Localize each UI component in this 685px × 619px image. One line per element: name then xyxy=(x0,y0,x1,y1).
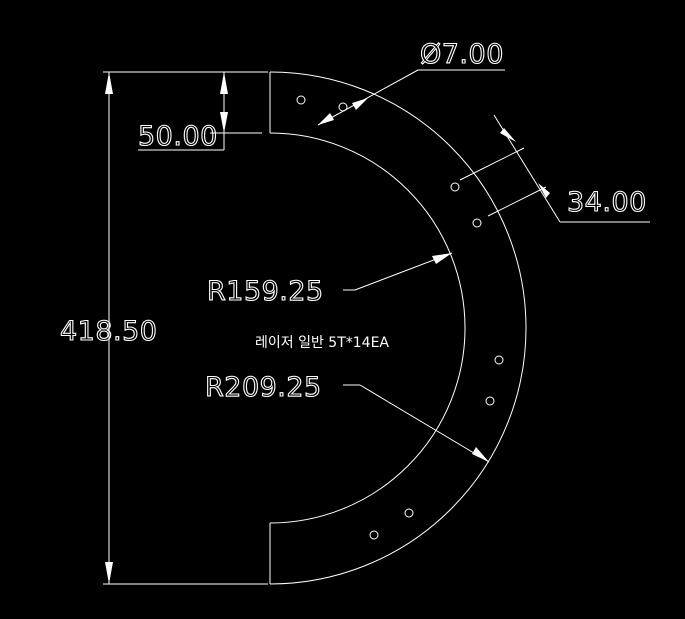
outer-radius-label: R209.25 xyxy=(205,372,322,403)
mounting-holes xyxy=(296,95,504,540)
hole xyxy=(369,530,379,540)
inner-radius-leader: R159.25 xyxy=(206,252,453,308)
slot-width-dimension: 34.00 xyxy=(459,114,650,223)
top-gap-dimension: 50.00 xyxy=(137,72,262,153)
half-ring-outline xyxy=(269,71,527,585)
manufacturing-note: 레이저 일반 5T*14EA xyxy=(255,335,389,351)
inner-radius-label: R159.25 xyxy=(207,276,324,307)
overall-height-dimension: 418.50 xyxy=(59,71,268,585)
hole xyxy=(472,218,482,228)
inner-arc xyxy=(269,132,466,524)
hole xyxy=(404,508,414,518)
hole xyxy=(450,182,460,192)
top-gap-label: 50.00 xyxy=(138,121,218,152)
overall-height-label: 418.50 xyxy=(60,316,157,347)
outer-radius-leader: R209.25 xyxy=(204,371,490,463)
hole-diameter-leader: Ø7.00 xyxy=(317,38,505,126)
outer-arc xyxy=(269,71,527,585)
slot-width-label: 34.00 xyxy=(567,187,647,218)
hole xyxy=(494,355,504,365)
hole xyxy=(485,396,495,406)
hole-diameter-label: Ø7.00 xyxy=(420,39,504,70)
hole xyxy=(296,95,306,105)
